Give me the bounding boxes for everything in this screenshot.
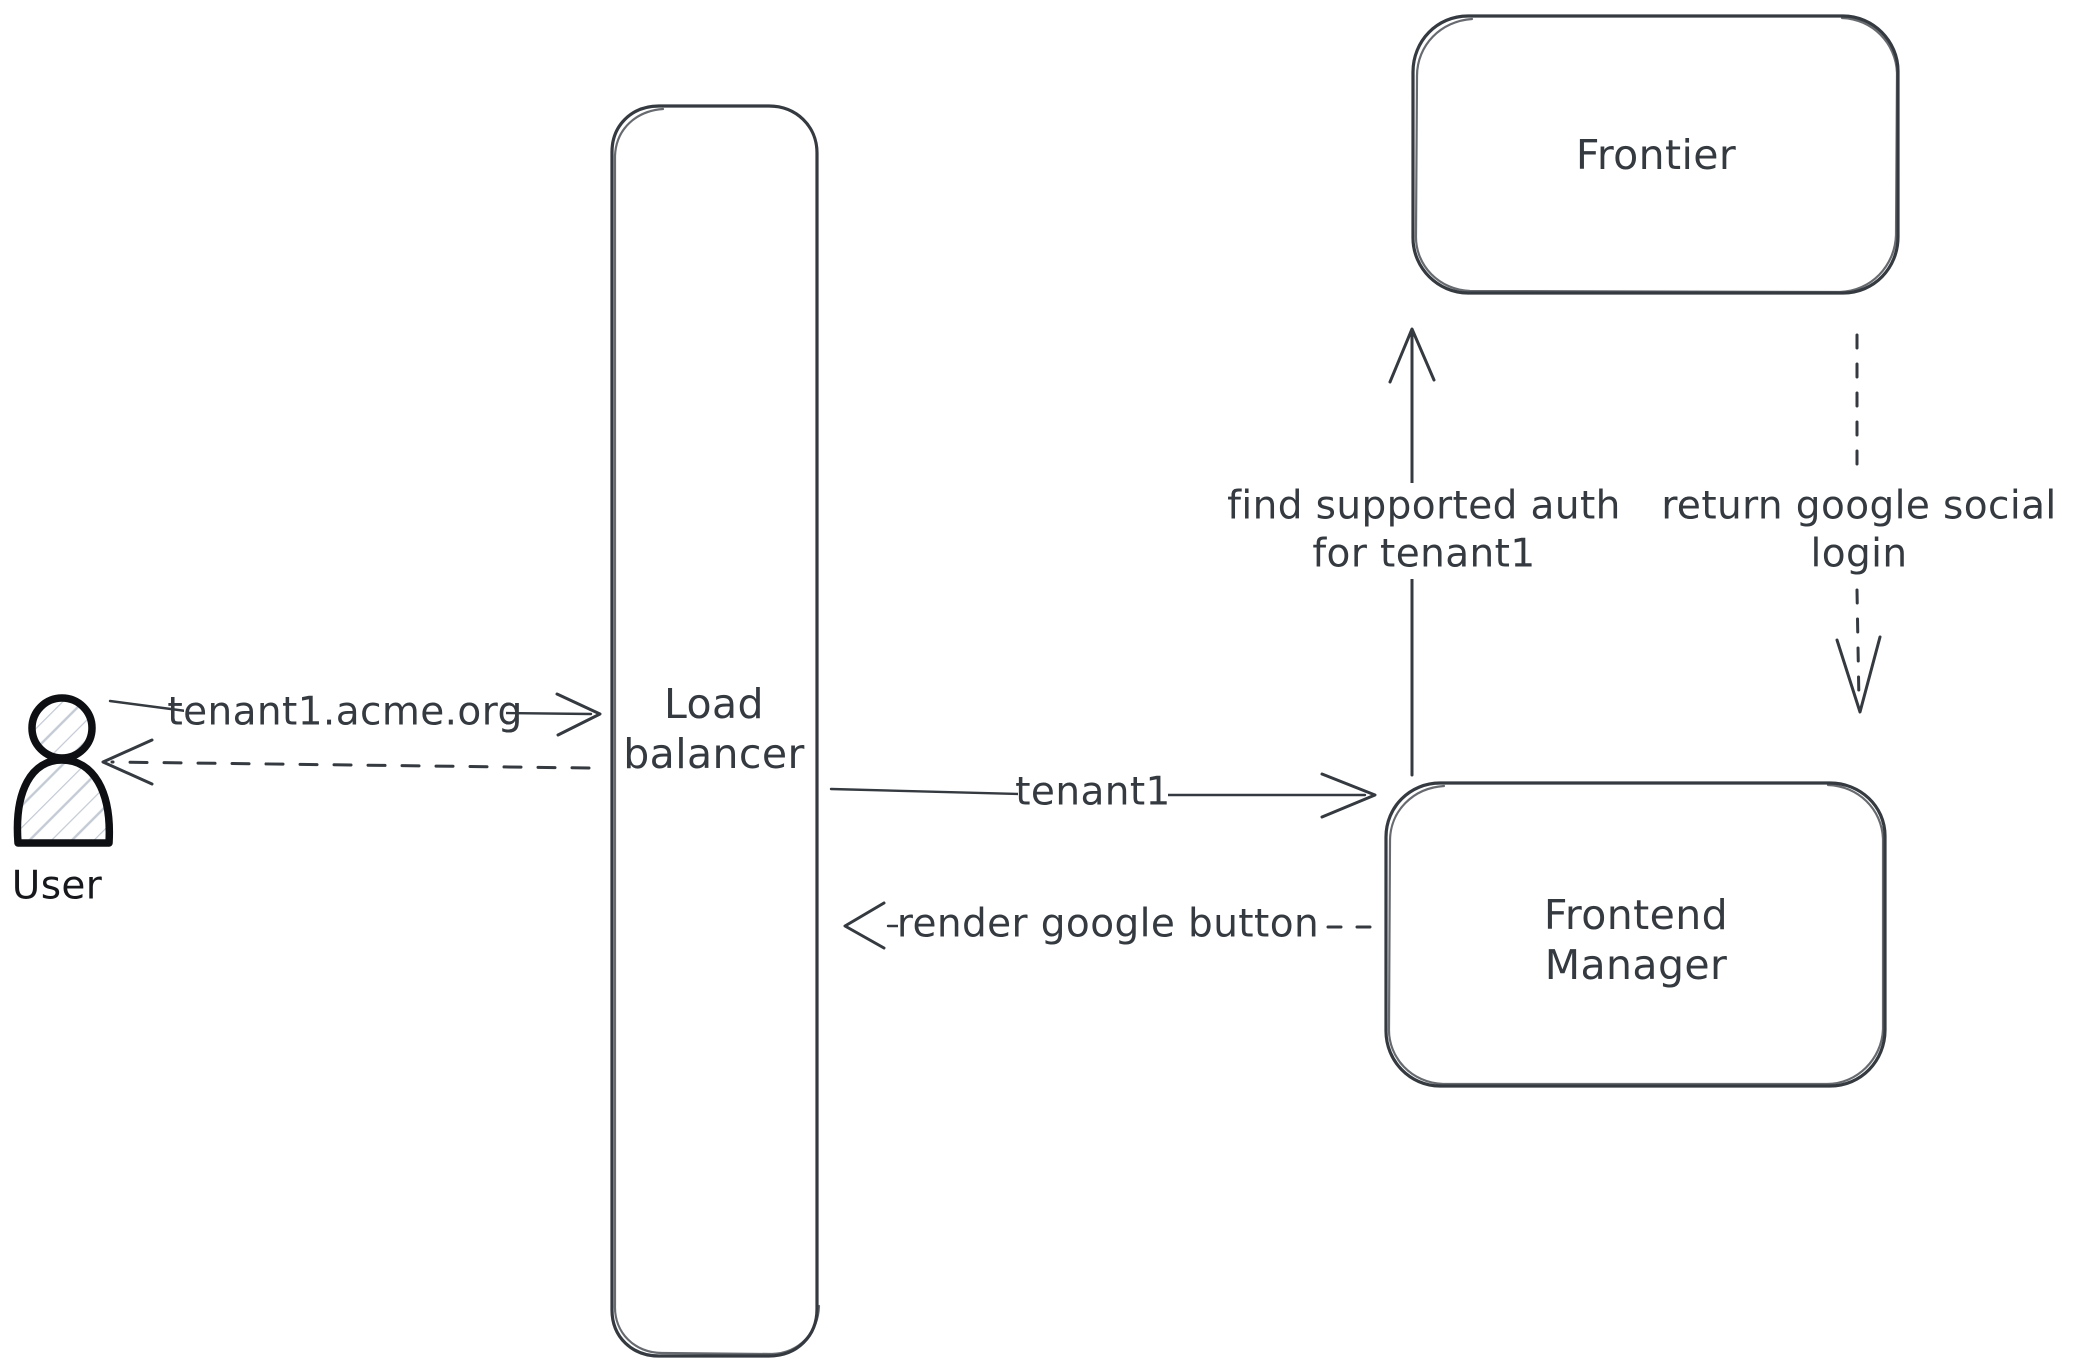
label-knockout-return-google [1690, 483, 2035, 579]
arrowhead-right [555, 692, 602, 737]
arrowhead-up [1388, 327, 1436, 384]
label-knockout-render-google [898, 902, 1320, 952]
node-load-balancer[interactable]: Load balancer [610, 104, 821, 1358]
arrowhead-left [843, 901, 886, 950]
actor-user[interactable]: User [12, 694, 114, 909]
user-label: User [12, 864, 103, 909]
arrowhead-down [1835, 635, 1882, 714]
frontier-label: Frontier [1576, 131, 1736, 179]
edge-load-balancer-to-user[interactable] [101, 738, 591, 786]
label-knockout-find-auth [1235, 483, 1615, 579]
arrowhead-left [101, 738, 154, 786]
label-knockout-tenant1-acme [184, 690, 506, 738]
load-balancer-label-line1: Load [664, 680, 764, 728]
frontend-manager-label-line1: Frontend [1544, 891, 1728, 939]
node-frontier[interactable]: Frontier [1411, 14, 1900, 295]
arrowhead-right [1320, 772, 1377, 819]
person-icon-head-fill [32, 698, 92, 758]
label-knockout-tenant1 [1018, 770, 1168, 820]
frontend-manager-label-line2: Manager [1545, 941, 1728, 989]
load-balancer-label-line2: balancer [623, 730, 804, 778]
person-icon-body [13, 756, 114, 847]
person-icon-body-fill [17, 760, 110, 843]
node-frontend-manager[interactable]: Frontend Manager [1384, 781, 1887, 1088]
